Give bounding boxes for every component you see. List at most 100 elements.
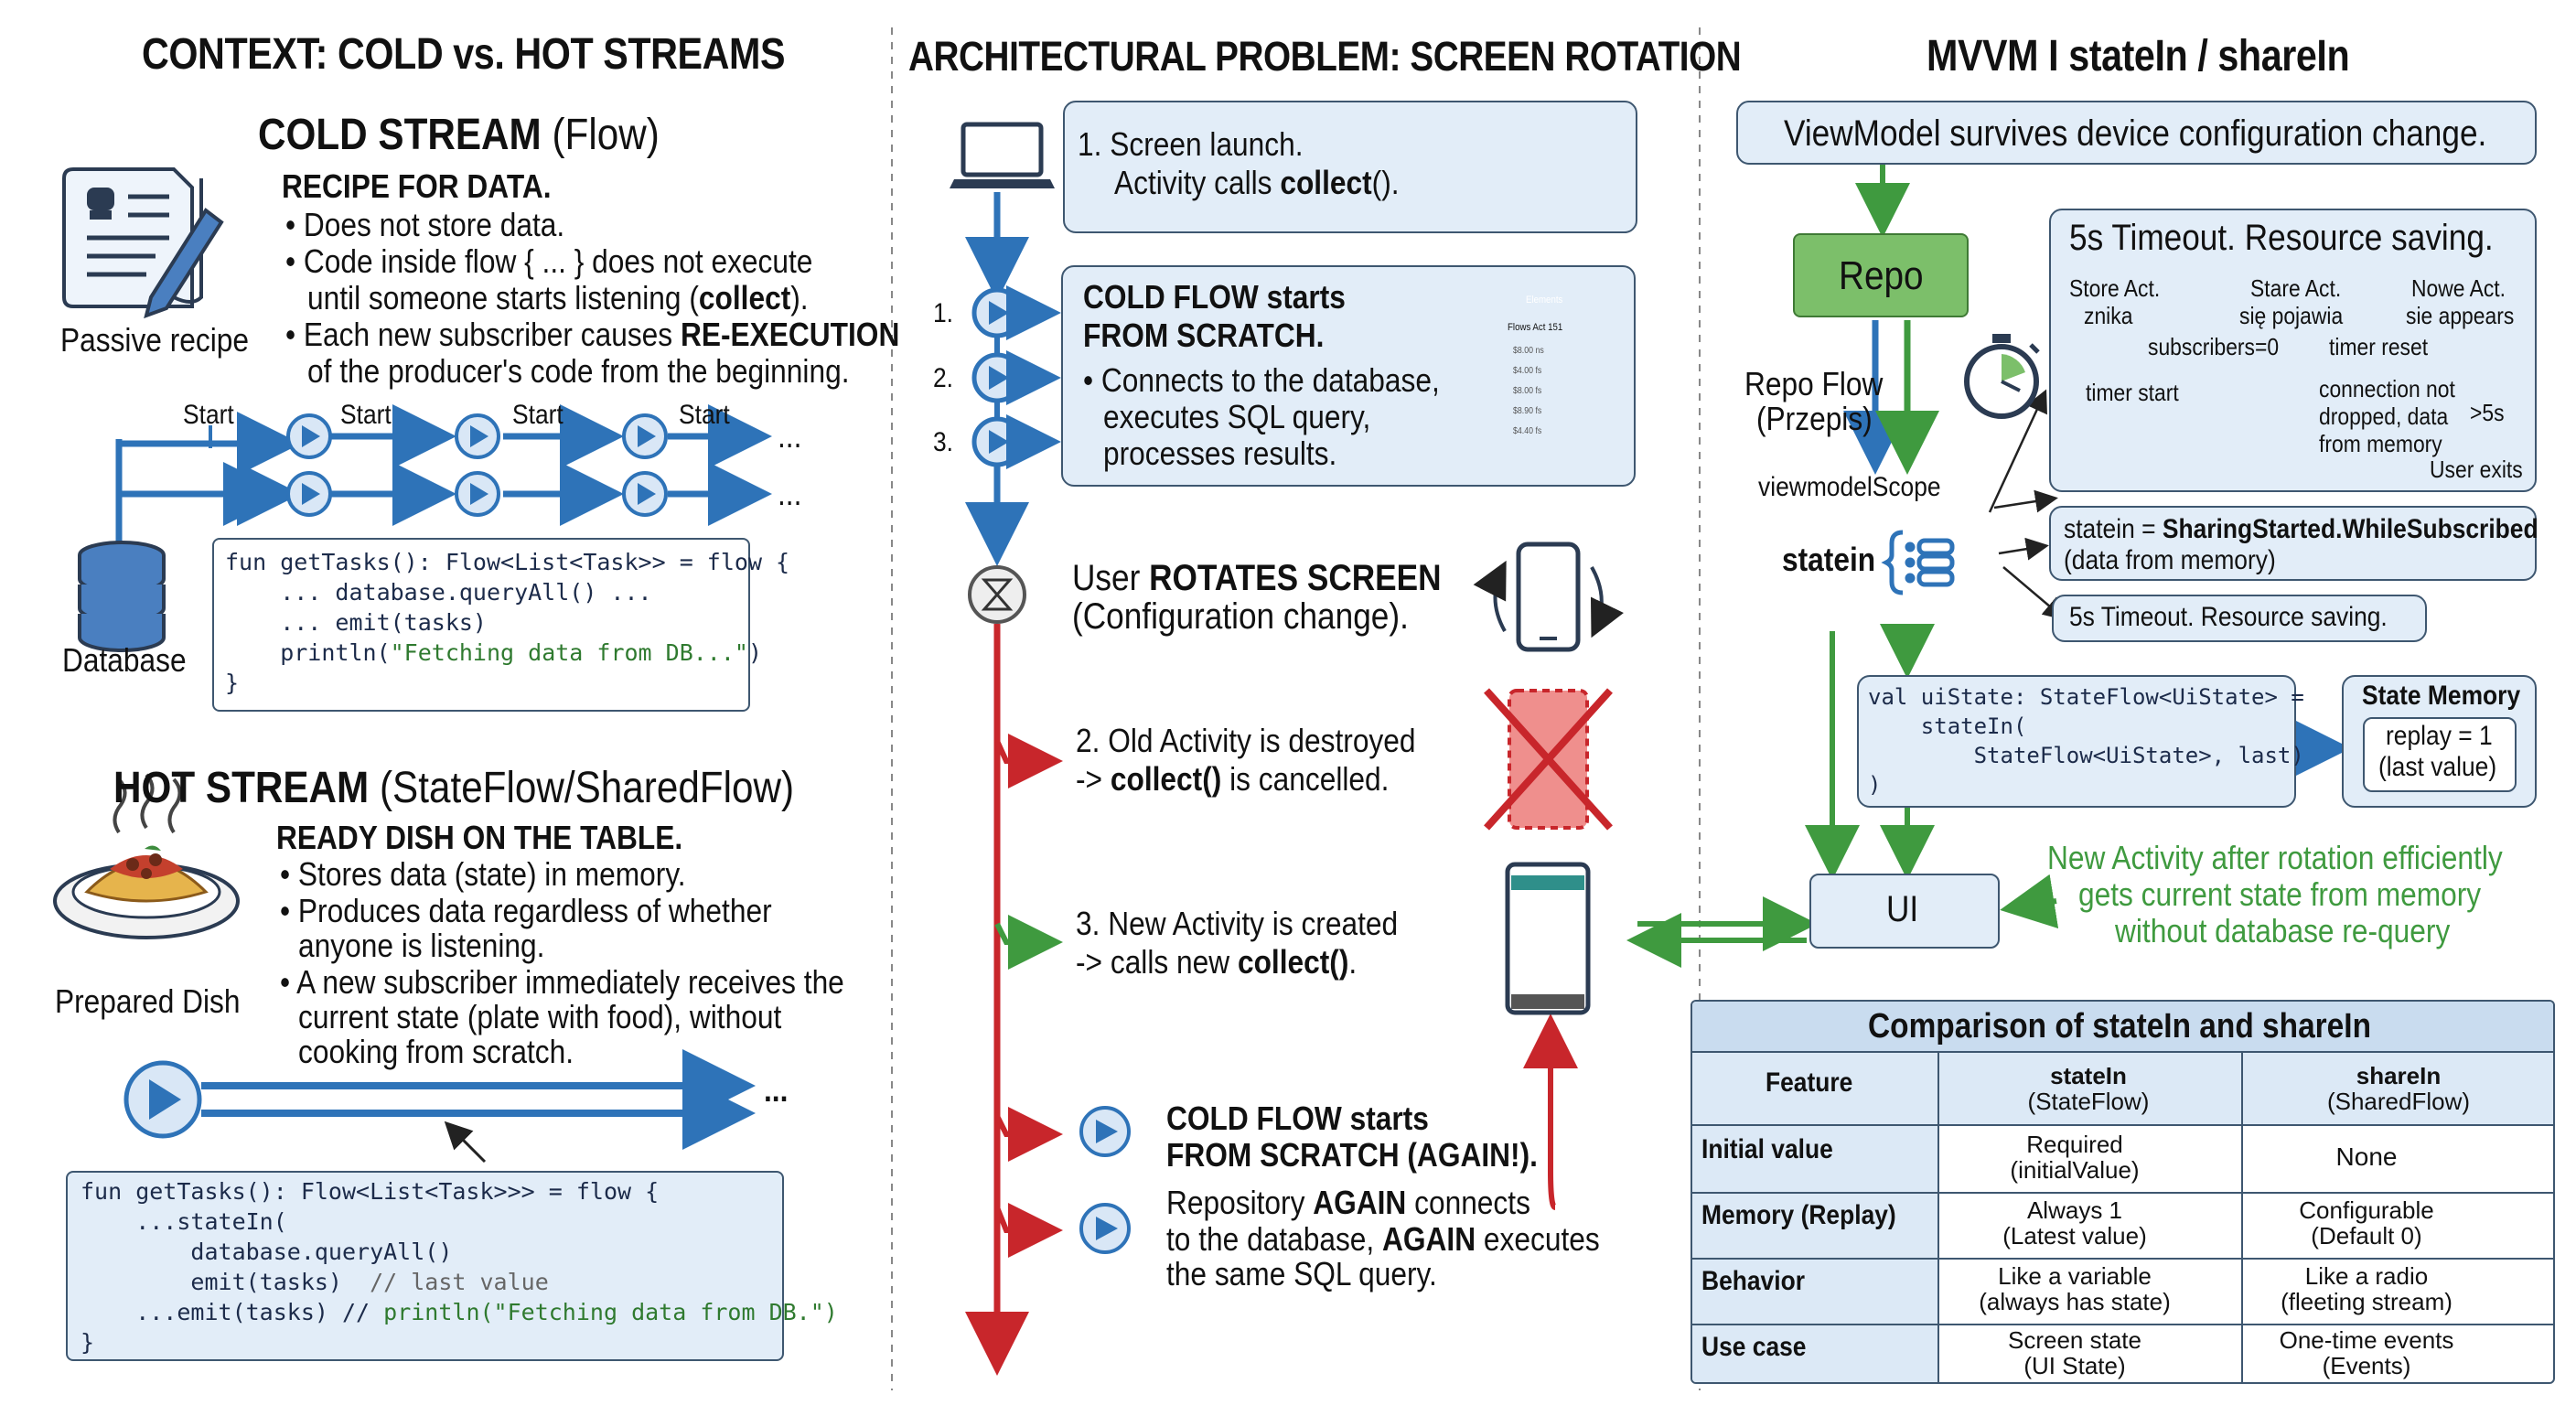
cold-flow-title-2: FROM SCRATCH.: [1083, 316, 1325, 354]
viewmodel-survives-box: [1736, 101, 2537, 165]
list-icon: [1881, 530, 1955, 595]
cold-bullet-2: • Code inside flow { ... } does not exec…: [285, 242, 813, 280]
cold-subtitle: RECIPE FOR DATA.: [282, 167, 552, 205]
step-screen-launch: [1063, 101, 1637, 233]
left-column-title: CONTEXT: COLD vs. HOT STREAMS: [142, 30, 786, 79]
destroyed-line1: 2. Old Activity is destroyed: [1076, 722, 1416, 759]
timeout-small-box: [2052, 595, 2427, 642]
timeout-small: 5s Timeout. Resource saving.: [2069, 602, 2388, 632]
hot-stream-arrows: [123, 1049, 756, 1164]
repo-box: [1793, 233, 1969, 317]
step1-line2: Activity calls collect().: [1114, 164, 1400, 201]
viewmodelscope-label: viewmodelScope: [1758, 472, 1941, 502]
right-column-title: MVVM I stateIn / shareIn: [1927, 32, 2350, 80]
again-title-1: COLD FLOW starts: [1166, 1099, 1429, 1137]
connection-label: dropped, data: [2319, 402, 2449, 430]
ellipsis: ...: [778, 417, 802, 455]
database-icon: [78, 541, 166, 652]
passive-recipe-label: Passive recipe: [60, 321, 250, 359]
timeline-label: Stare Act.: [2250, 274, 2342, 302]
cold-bullet-2b: until someone starts listening (collect)…: [307, 279, 809, 316]
rotate-sub: (Configuration change).: [1072, 596, 1409, 637]
user-exits-label: User exits: [2430, 456, 2523, 483]
laptop-icon: [950, 122, 1055, 188]
phone-row: $8.90 fs: [1513, 406, 1542, 416]
hot-code: fun getTasks(): Flow<List<Task>>> = flow…: [80, 1178, 838, 1356]
database-label: Database: [62, 641, 187, 679]
prepared-dish-label: Prepared Dish: [55, 982, 241, 1020]
gt5s-label: >5s: [2470, 399, 2505, 426]
phone-subheader: Flows Act 151: [1508, 322, 1563, 333]
table-row-feature: Use case: [1701, 1332, 1807, 1362]
hot-bullet-1: • Stores data (state) in memory.: [280, 855, 686, 893]
table-cell: Like a radio(fleeting stream): [2281, 1262, 2453, 1315]
started-line2: (data from memory): [2064, 545, 2276, 575]
start-label: Start: [512, 400, 564, 430]
table-row-feature: Memory (Replay): [1701, 1200, 1896, 1230]
hot-stream-title: HOT STREAM (StateFlow/SharedFlow): [113, 764, 795, 812]
phone-row: $8.00 ns: [1513, 346, 1544, 356]
repo-flow-label: Repo Flow: [1744, 365, 1884, 402]
state-memory-title: State Memory: [2362, 681, 2521, 711]
step-number: 3.: [933, 427, 954, 457]
started-line1: statein = SharingStarted.WhileSubscribed: [2064, 514, 2538, 544]
timeline-label: się pojawia: [2239, 302, 2344, 329]
phone-row: $4.40 fs: [1513, 426, 1542, 436]
recipe-icon: [62, 167, 224, 319]
cold-flow-arrows: [115, 404, 772, 549]
cold-flow-bullet: • Connects to the database,: [1083, 361, 1440, 399]
step1-line1: 1. Screen launch.: [1078, 125, 1304, 163]
timeline-label: znika: [2084, 302, 2133, 329]
table-header-feature: Feature: [1766, 1067, 1853, 1098]
replay-line2: (last value): [2378, 752, 2497, 782]
statein-label: statein: [1782, 541, 1876, 578]
table-cell: Screen state(UI State): [2008, 1326, 2141, 1379]
table-title: Comparison of stateIn and shareIn: [1868, 1007, 2371, 1046]
new-activity-line1: 3. New Activity is created: [1076, 905, 1399, 942]
phone-row: $8.00 fs: [1513, 386, 1542, 396]
hot-bullet-3c: cooking from scratch.: [298, 1033, 574, 1070]
cold-stream-title: COLD STREAM (Flow): [258, 111, 660, 159]
step-number: 1.: [933, 298, 954, 328]
green-note-1: New Activity after rotation efficiently: [2047, 839, 2503, 876]
subscribers-label: subscribers=0: [2148, 333, 2280, 360]
middle-column-title: ARCHITECTURAL PROBLEM: SCREEN ROTATION: [908, 33, 1742, 80]
table-header-sharein: shareIn(SharedFlow): [2326, 1062, 2471, 1115]
table-cell: Configurable(Default 0): [2299, 1196, 2434, 1249]
again-line1: Repository AGAIN connects: [1166, 1184, 1530, 1221]
phone-row: $4.00 fs: [1513, 366, 1542, 376]
ui-label: UI: [1886, 889, 1919, 929]
hourglass-icon: [968, 565, 1026, 624]
again-line2: to the database, AGAIN executes: [1166, 1220, 1600, 1258]
again-line3: the same SQL query.: [1166, 1255, 1437, 1292]
connection-label: from memory: [2319, 430, 2442, 457]
timeline-label: Store Act.: [2069, 274, 2161, 302]
hot-code-block: [66, 1171, 784, 1361]
hot-subtitle: READY DISH ON THE TABLE.: [276, 819, 683, 856]
repo-flow-sub: (Przepis): [1756, 400, 1873, 437]
green-note-3: without database re-query: [2115, 912, 2451, 949]
repo-label: Repo: [1839, 253, 1924, 298]
started-box: [2049, 506, 2537, 581]
comparison-table: [1690, 1000, 2555, 1384]
phone-header: Elements: [1526, 295, 1563, 306]
timer-reset-label: timer reset: [2329, 333, 2429, 360]
timeout-title: 5s Timeout. Resource saving.: [2069, 218, 2494, 258]
uistate-code: val uiState: StateFlow<UiState> = stateI…: [1868, 684, 2304, 798]
table-header-statein: stateIn(StateFlow): [2027, 1062, 2150, 1115]
step-number: 2.: [933, 363, 954, 393]
destroyed-phone-icon: [1484, 688, 1613, 831]
timeout-box: [2049, 209, 2537, 492]
timer-start-label: timer start: [2086, 379, 2179, 406]
viewmodel-survives: ViewModel survives device configuration …: [1784, 113, 2487, 154]
timeline-label: sie appears: [2406, 302, 2515, 329]
cold-flow-box: [1061, 265, 1636, 487]
hot-bullet-3b: current state (plate with food), without: [298, 998, 782, 1035]
rotate-phone-icon: [1473, 542, 1624, 652]
rotate-label: User ROTATES SCREEN: [1072, 558, 1442, 598]
table-cell: One-time events(Events): [2279, 1326, 2454, 1379]
new-phone-icon: [1505, 862, 1591, 1015]
replay-line1: replay = 1: [2386, 721, 2493, 751]
cold-code-block: [212, 538, 750, 712]
green-note-2: gets current state from memory: [2078, 875, 2482, 913]
